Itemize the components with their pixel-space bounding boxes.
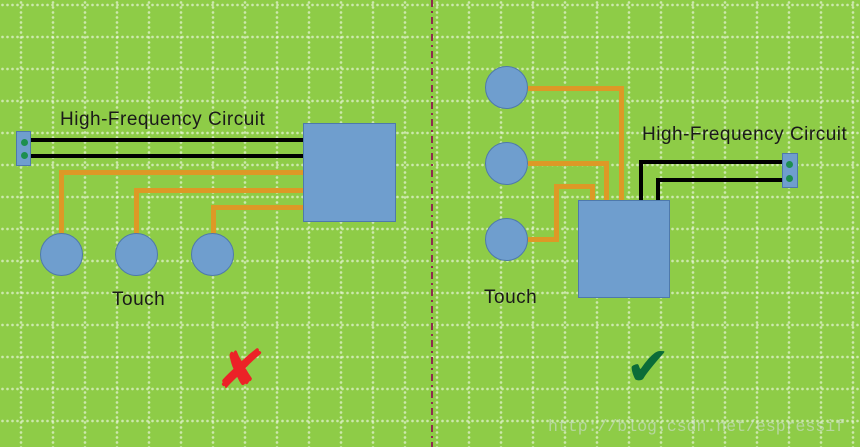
touch-label: Touch	[112, 289, 166, 310]
check-mark-icon: ✔	[625, 335, 671, 398]
hf-connector	[782, 153, 798, 188]
connector-pin-icon	[21, 139, 28, 146]
touch-controller-chip	[578, 200, 670, 298]
touch-pad-1	[40, 233, 83, 276]
hf-trace-bottom-horizontal	[656, 178, 782, 182]
touch-trace-3-horizontal	[528, 237, 559, 242]
hf-trace-bottom	[31, 154, 304, 158]
hf-trace-top	[31, 138, 304, 142]
touch-trace-2-horizontal	[134, 188, 304, 193]
cross-mark-icon: ✘	[211, 338, 269, 401]
watermark-url: http://blog.csdn.net/espressif	[548, 417, 846, 436]
hf-circuit-label: High-Frequency Circuit	[642, 124, 848, 145]
hf-trace-top-horizontal	[639, 160, 782, 164]
touch-trace-2-vertical	[134, 188, 139, 234]
hf-circuit-label: High-Frequency Circuit	[60, 109, 266, 130]
touch-trace-3-vertical-up	[554, 184, 559, 242]
panel-divider	[431, 0, 433, 447]
touch-pad-3	[191, 233, 234, 276]
touch-pad-2	[485, 142, 528, 185]
touch-pad-2	[115, 233, 158, 276]
hf-connector	[16, 131, 31, 166]
touch-trace-2-horizontal	[528, 161, 609, 166]
touch-label: Touch	[484, 287, 538, 308]
touch-trace-1-vertical	[59, 170, 64, 234]
hf-trace-bottom-vertical	[656, 178, 660, 200]
touch-trace-1-vertical	[619, 86, 624, 200]
touch-controller-chip	[303, 123, 396, 222]
touch-trace-3-vertical	[211, 205, 216, 234]
touch-trace-1-horizontal	[59, 170, 304, 175]
touch-pad-1	[485, 66, 528, 109]
connector-pin-icon	[786, 175, 793, 182]
touch-trace-3-horizontal	[211, 205, 304, 210]
touch-trace-3-jog	[554, 184, 595, 189]
touch-trace-3-vertical-down	[590, 184, 595, 200]
connector-pin-icon	[21, 152, 28, 159]
connector-pin-icon	[786, 161, 793, 168]
touch-pad-3	[485, 218, 528, 261]
hf-trace-top-vertical	[639, 160, 643, 200]
touch-trace-2-vertical	[604, 161, 609, 200]
touch-trace-1-horizontal	[528, 86, 624, 91]
